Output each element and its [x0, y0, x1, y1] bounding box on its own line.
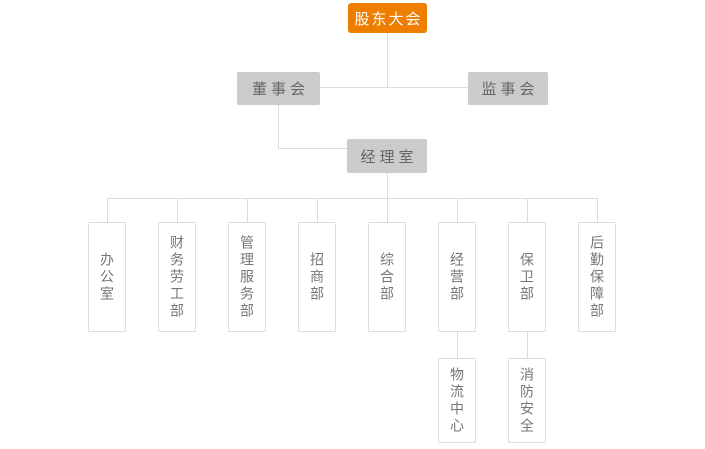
connector-stub-1 — [107, 198, 108, 222]
connector-stub-5 — [387, 198, 388, 222]
node-dept-finance-labor: 财务劳工部 — [158, 222, 196, 332]
node-dept-investment: 招商部 — [298, 222, 336, 332]
node-dept-office: 办公室 — [88, 222, 126, 332]
connector-bus — [107, 198, 598, 199]
node-manager-office: 经理室 — [347, 139, 427, 173]
connector-stub-7 — [527, 198, 528, 222]
connector-board-elbow — [278, 148, 347, 149]
connector-stub-2 — [177, 198, 178, 222]
node-dept-logistics-support: 后勤保障部 — [578, 222, 616, 332]
connector-root-drop — [387, 33, 388, 87]
connector-stub-8 — [597, 198, 598, 222]
connector-stub-3 — [247, 198, 248, 222]
node-dept-operations: 经营部 — [438, 222, 476, 332]
node-subdept-fire-safety: 消防安全 — [508, 358, 546, 443]
node-shareholders-meeting: 股东大会 — [348, 3, 427, 33]
connector-board-drop — [278, 105, 279, 148]
node-dept-security: 保卫部 — [508, 222, 546, 332]
node-subdept-logistics-center: 物流中心 — [438, 358, 476, 443]
node-supervisory-board: 监事会 — [468, 72, 548, 105]
node-dept-management-service: 管理服务部 — [228, 222, 266, 332]
node-board-of-directors: 董事会 — [237, 72, 320, 105]
connector-manager-drop — [387, 173, 388, 198]
connector-logistics-drop — [457, 332, 458, 358]
connector-stub-6 — [457, 198, 458, 222]
connector-stub-4 — [317, 198, 318, 222]
connector-level2-horizontal — [320, 87, 468, 88]
connector-fire-drop — [527, 332, 528, 358]
node-dept-general: 综合部 — [368, 222, 406, 332]
